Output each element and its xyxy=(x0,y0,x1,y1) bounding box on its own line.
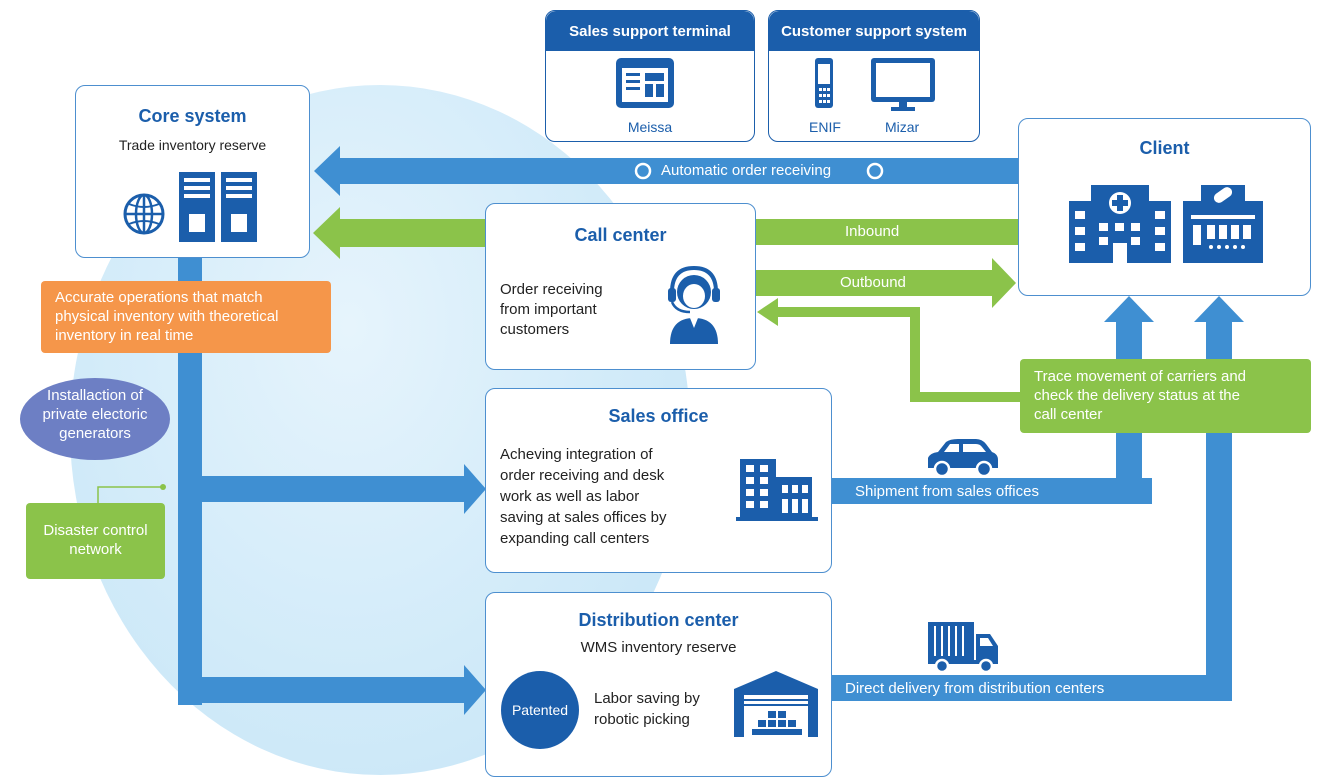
trace-line2: check the delivery status at the xyxy=(1034,387,1240,404)
core-system-box: Core system Trade inventory reserve xyxy=(75,85,310,258)
outbound-arrow xyxy=(756,270,992,296)
core-system-title: Core system xyxy=(138,106,247,126)
disaster-control-note: Disaster control network xyxy=(26,503,165,579)
mobile-phone-icon xyxy=(815,58,833,108)
terminal-screen-icon xyxy=(616,58,674,108)
sales-office-line2: order receiving and desk xyxy=(500,467,665,484)
shipment-label: Shipment from sales offices xyxy=(855,483,1039,500)
sales-office-box: Sales office Acheving integration of ord… xyxy=(485,388,832,573)
call-center-box: Call center Order receiving from importa… xyxy=(485,203,756,370)
trace-line1: Trace movement of carriers and xyxy=(1034,368,1247,385)
accurate-operations-note: Accurate operations that match physical … xyxy=(41,281,331,353)
sales-support-title: Sales support terminal xyxy=(546,11,754,51)
sales-office-line3: work as well as labor xyxy=(500,488,640,505)
distribution-subtitle: WMS inventory reserve xyxy=(580,639,737,656)
office-building-icon xyxy=(736,459,818,521)
customer-support-title: Customer support system xyxy=(769,11,979,51)
branch-sales-office xyxy=(202,476,464,502)
server-icon xyxy=(179,172,257,242)
sales-support-terminal: Sales support terminal Meissa xyxy=(545,10,755,142)
generators-line3: generators xyxy=(59,425,131,442)
call-center-line3: customers xyxy=(500,321,570,338)
branch-distribution xyxy=(202,677,464,703)
call-center-line1: Order receiving xyxy=(500,281,603,298)
hospital-icon xyxy=(1069,185,1171,263)
mizar-label: Mizar xyxy=(885,119,920,135)
car-icon xyxy=(928,439,998,478)
warehouse-icon xyxy=(734,671,818,737)
patented-badge: Patented xyxy=(501,671,579,749)
meissa-label: Meissa xyxy=(627,119,673,135)
accurate-line3: inventory in real time xyxy=(55,327,194,344)
distribution-title: Distribution center xyxy=(578,610,739,630)
generators-note: Installaction of private electoric gener… xyxy=(20,378,170,460)
monitor-icon xyxy=(871,58,935,111)
trace-line3: call center xyxy=(1034,406,1103,423)
outbound-label: Outbound xyxy=(840,274,906,291)
accurate-line1: Accurate operations that match xyxy=(55,289,263,306)
pharmacy-icon xyxy=(1183,185,1263,263)
call-center-line2: from important xyxy=(500,301,597,318)
direct-delivery-arrow xyxy=(832,675,1232,701)
customer-support-system: Customer support system ENIF Mizar xyxy=(768,10,980,142)
generators-line1: Installaction of xyxy=(47,387,143,404)
trace-movement-note: Trace movement of carriers and check the… xyxy=(1020,359,1311,433)
distribution-line1: Labor saving by xyxy=(594,690,700,707)
truck-icon xyxy=(928,622,998,674)
client-box: Client xyxy=(1018,118,1311,296)
direct-delivery-label: Direct delivery from distribution center… xyxy=(845,680,1105,697)
disaster-line2: network xyxy=(69,541,122,558)
inbound-label: Inbound xyxy=(845,223,900,240)
distribution-center-box: Distribution center WMS inventory reserv… xyxy=(485,592,832,777)
shipment-arrow xyxy=(832,478,1152,504)
accurate-line2: physical inventory with theoretical xyxy=(55,308,279,325)
sales-office-line1: Acheving integration of xyxy=(500,446,653,463)
automatic-order-arrow xyxy=(340,158,1020,184)
inbound-arrow xyxy=(756,219,1020,245)
sales-office-line4: saving at sales offices by xyxy=(500,509,667,526)
core-system-subtitle: Trade inventory reserve xyxy=(118,137,267,153)
automatic-order-label: Automatic order receiving xyxy=(661,162,832,179)
enif-label: ENIF xyxy=(809,119,841,135)
client-title: Client xyxy=(1139,138,1190,158)
call-center-title: Call center xyxy=(574,225,667,245)
distribution-line2: robotic picking xyxy=(594,711,690,728)
disaster-line1: Disaster control xyxy=(43,522,148,539)
callcenter-to-core-arrow xyxy=(340,219,486,247)
operator-headset-icon xyxy=(668,265,720,344)
generators-line2: private electoric xyxy=(42,406,148,423)
globe-icon xyxy=(123,193,165,235)
sales-office-line5: expanding call centers xyxy=(500,530,650,547)
sales-office-title: Sales office xyxy=(608,406,709,426)
